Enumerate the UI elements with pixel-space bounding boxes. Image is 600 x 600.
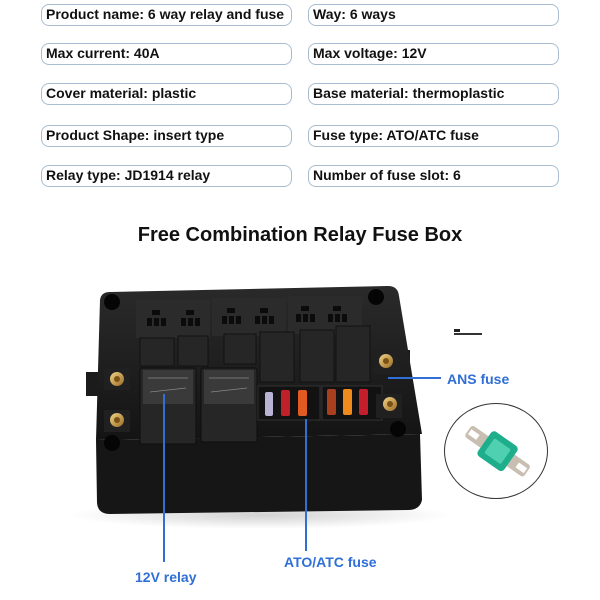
- ans-fuse-label: ANS fuse: [447, 371, 510, 387]
- spec-relay-type: Relay type: JD1914 relay: [41, 165, 292, 187]
- ans-fuse-inset: [444, 403, 548, 499]
- screw-hole: [368, 289, 384, 305]
- spec-product-name: Product name: 6 way relay and fuse: [41, 4, 292, 26]
- relay-12v: [139, 367, 258, 445]
- spec-max-current: Max current: 40A: [41, 43, 292, 65]
- ans-fuse-icon: [465, 425, 530, 477]
- relay-sockets: [136, 296, 362, 338]
- ato-fuse-block: [257, 385, 383, 421]
- screw-hole: [390, 421, 406, 437]
- ato-fuse-leader: [305, 419, 307, 551]
- screw-hole: [104, 294, 120, 310]
- relay-label: 12V relay: [135, 569, 197, 585]
- spec-way: Way: 6 ways: [308, 4, 559, 26]
- section-title: Free Combination Relay Fuse Box: [137, 224, 463, 246]
- fuse-box-image: [70, 286, 482, 529]
- spec-fuse-slot-count: Number of fuse slot: 6: [308, 165, 559, 187]
- spec-cover-material: Cover material: plastic: [41, 83, 292, 105]
- spec-fuse-type: Fuse type: ATO/ATC fuse: [308, 125, 559, 147]
- ato-fuse-label: ATO/ATC fuse: [284, 554, 377, 570]
- ans-fuse-leader: [388, 377, 441, 379]
- spec-max-voltage: Max voltage: 12V: [308, 43, 559, 65]
- relay-leader: [163, 394, 165, 562]
- screw-hole: [104, 435, 120, 451]
- brass-terminals: [104, 350, 402, 432]
- spec-product-shape: Product Shape: insert type: [41, 125, 292, 147]
- spec-base-material: Base material: thermoplastic: [308, 83, 559, 105]
